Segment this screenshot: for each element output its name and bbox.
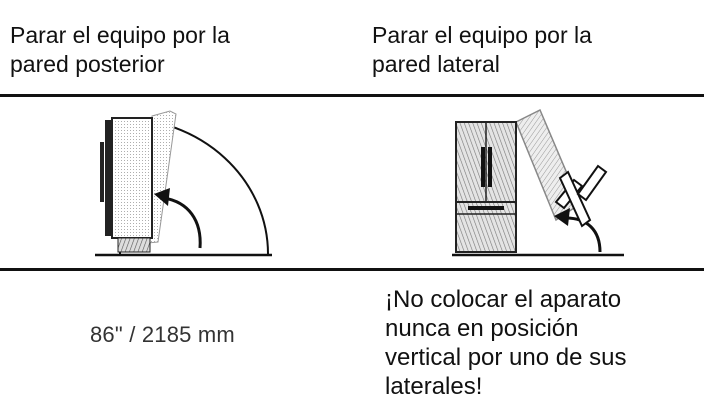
- header-rear-line-1: Parar el equipo por la: [10, 22, 230, 48]
- header-side-line-2: pared lateral: [372, 51, 500, 77]
- rear-wall-tilt-illustration: [95, 110, 272, 257]
- header-side-line-1: Parar el equipo por la: [372, 22, 592, 48]
- tilt-height-dimension: 86" / 2185 mm: [90, 322, 235, 347]
- divider-top: [0, 94, 704, 97]
- side-wall-warning: ¡No colocar el aparato nunca en posición…: [385, 285, 626, 401]
- header-rear-wall: Parar el equipo por la pared posterior: [10, 21, 230, 79]
- header-rear-line-2: pared posterior: [10, 51, 165, 77]
- warning-line-2: nunca en posición: [385, 315, 579, 342]
- warning-line-4: laterales!: [385, 373, 483, 400]
- divider-bottom: [0, 268, 704, 271]
- side-wall-tilt-illustration: [452, 108, 624, 257]
- header-side-wall: Parar el equipo por la pared lateral: [372, 21, 592, 79]
- warning-line-1: ¡No colocar el aparato: [385, 286, 622, 313]
- cross-icon: [554, 164, 608, 228]
- warning-line-3: vertical por uno de sus: [385, 344, 627, 371]
